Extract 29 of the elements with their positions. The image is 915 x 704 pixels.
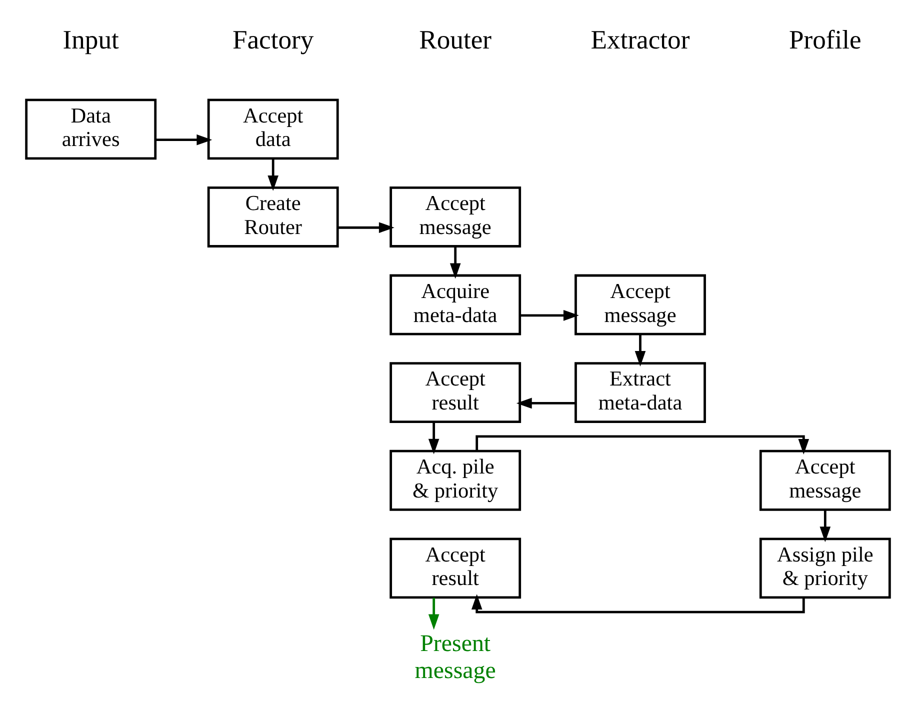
node-box: Data arrives bbox=[24, 98, 156, 160]
arrow bbox=[428, 422, 439, 454]
node-box: Accept result bbox=[389, 362, 521, 424]
node-box: Assign pile & priority bbox=[758, 538, 890, 599]
node-box: Accept message bbox=[574, 274, 706, 336]
node-text: Present message bbox=[414, 631, 496, 684]
arrow bbox=[470, 594, 804, 614]
node-box: Acq. pile & priority bbox=[389, 450, 521, 511]
arrow bbox=[634, 334, 646, 366]
label: Input bbox=[62, 24, 118, 55]
label: Factory bbox=[232, 24, 314, 55]
arrow bbox=[819, 510, 830, 542]
arrow bbox=[449, 246, 460, 279]
arrow bbox=[516, 398, 575, 409]
node-box: Create Router bbox=[206, 186, 338, 248]
node-box: Accept message bbox=[758, 450, 890, 511]
label: Router bbox=[418, 24, 492, 55]
label: Extractor bbox=[590, 24, 690, 55]
node-box: Accept data bbox=[206, 98, 338, 160]
node-box: Extract meta-data bbox=[574, 362, 706, 424]
node-box: Accept result bbox=[389, 538, 521, 599]
node-box: Accept message bbox=[389, 186, 521, 248]
arrow bbox=[428, 598, 439, 630]
label: Profile bbox=[788, 24, 861, 55]
arrow bbox=[337, 222, 394, 234]
arrow bbox=[520, 310, 578, 321]
node-box: Acquire meta-data bbox=[389, 274, 521, 336]
arrow bbox=[267, 158, 278, 191]
arrow bbox=[155, 134, 212, 146]
